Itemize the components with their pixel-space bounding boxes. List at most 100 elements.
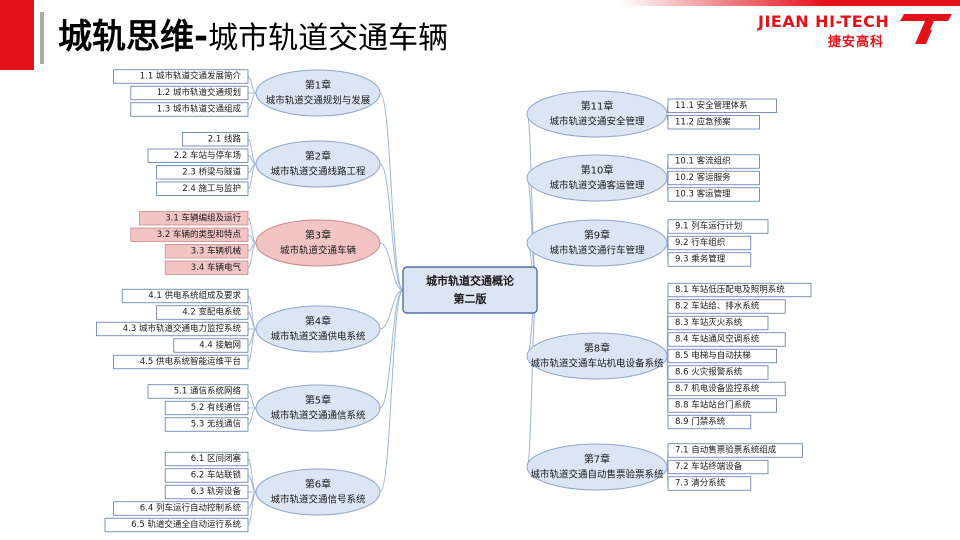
chapter-number: 第6章	[305, 478, 331, 491]
chapter-number: 第11章	[581, 100, 614, 113]
leaf-item-label: 10.2 客运服务	[675, 172, 731, 183]
connector-line	[379, 289, 404, 493]
brand-name-cn: 捷安高科	[828, 35, 885, 50]
chapter-title: 城市轨道交通行车管理	[549, 245, 645, 257]
leaf-item-box	[667, 365, 769, 380]
connector-line	[247, 217, 257, 244]
leaf-item-label: 6.3 轨旁设备	[191, 486, 242, 497]
leaf-item-box	[156, 305, 249, 320]
leaf-item-box	[121, 288, 249, 304]
chapter-node	[255, 140, 381, 188]
leaf-item-box	[667, 476, 752, 491]
connector-line	[379, 92, 404, 291]
chapter-node	[255, 219, 381, 267]
leaf-item-box	[147, 148, 249, 163]
leaf-item-label: 6.1 区间闭塞	[191, 453, 242, 464]
connector-line	[247, 92, 257, 110]
leaf-item-box	[164, 400, 249, 416]
page-title: 城轨思维-城市轨道交通车辆	[58, 14, 448, 60]
leaf-item-box	[667, 98, 777, 113]
chapter-title: 城市轨道交通自动售票验票系统	[530, 469, 664, 481]
chapter-node	[255, 384, 381, 432]
chapter-title: 城市轨道交通车站机电设备系统	[530, 358, 664, 370]
leaf-item-label: 6.4 列车运行自动控制系统	[140, 503, 242, 514]
leaf-item-label: 1.1 城市轨道交通发展简介	[140, 71, 242, 82]
center-node	[402, 266, 538, 314]
leaf-item-label: 11.1 安全管理体系	[675, 100, 748, 111]
connector-line	[247, 76, 257, 94]
leaf-item-label: 6.5 轨道交通全自动运行系统	[131, 519, 241, 530]
leaf-item-label: 8.4 车站通风空调系统	[675, 334, 760, 345]
leaf-item-box	[113, 69, 249, 84]
leaf-item-label: 2.3 桥梁与隧道	[182, 166, 241, 177]
chapter-node	[526, 443, 668, 491]
chapter-number: 第5章	[305, 394, 331, 407]
leaf-item-label: 8.6 火灾报警系统	[675, 367, 743, 378]
page-title-main: 城轨思维	[58, 17, 194, 57]
chapter-title: 城市轨道交通供电系统	[270, 331, 366, 343]
leaf-item-box	[667, 187, 760, 202]
connector-line	[247, 475, 257, 493]
chapter-title: 城市轨道交通安全管理	[549, 116, 645, 128]
chapter-number: 第8章	[584, 342, 610, 355]
connector-line	[247, 458, 257, 493]
leaf-item-box	[104, 517, 249, 533]
connector-line	[247, 407, 257, 425]
leaf-item-label: 3.3 车辆机械	[191, 245, 242, 256]
header-red-bar	[0, 0, 34, 70]
center-node-title: 城市轨道交通概论	[426, 274, 515, 288]
chapter-number: 第9章	[584, 229, 610, 242]
leaf-item-box	[113, 501, 249, 516]
leaf-item-label: 8.1 车站低压配电及照明系统	[675, 284, 785, 295]
leaf-item-box	[156, 165, 249, 180]
connector-line	[247, 312, 257, 330]
page-title-sub: 城市轨道交通车辆	[208, 21, 449, 56]
leaf-item-box	[164, 260, 249, 275]
chapter-number: 第1章	[305, 79, 331, 92]
leaf-item-box	[130, 85, 249, 101]
leaf-item-label: 7.2 车站终端设备	[675, 461, 743, 472]
leaf-item-label: 8.7 机电设备监控系统	[675, 383, 760, 394]
leaf-item-label: 7.3 清分系统	[675, 478, 726, 489]
connector-line	[526, 289, 538, 468]
leaf-item-label: 5.2 有线通信	[191, 402, 242, 413]
leaf-item-label: 9.2 行车组织	[675, 237, 725, 248]
leaf-item-label: 11.2 应急预案	[675, 116, 731, 127]
leaf-item-label: 8.8 车站站台门系统	[675, 400, 751, 411]
chapter-title: 城市轨道交通信号系统	[270, 494, 366, 506]
leaf-item-box	[667, 235, 752, 251]
connector-line	[379, 242, 404, 291]
leaf-item-box	[164, 244, 249, 259]
leaf-item-box	[667, 398, 777, 413]
leaf-item-box	[138, 211, 249, 226]
leaf-item-label: 3.4 车辆电气	[191, 262, 242, 273]
chapter-node	[255, 305, 381, 353]
leaf-item-box	[667, 332, 786, 347]
chapter-number: 第3章	[305, 229, 331, 242]
chapter-number: 第4章	[305, 315, 331, 328]
leaf-item-box	[667, 443, 803, 458]
leaf-item-box	[164, 484, 249, 500]
leaf-item-box	[667, 459, 769, 475]
leaf-item-label: 4.4 接触网	[199, 340, 241, 351]
leaf-item-box	[667, 154, 760, 169]
page-title-dash: -	[194, 17, 209, 57]
leaf-item-box	[164, 451, 249, 467]
connector-line	[247, 163, 257, 190]
leaf-item-label: 9.1 列车运行计划	[675, 221, 742, 232]
leaf-item-box	[667, 381, 786, 397]
chapter-number: 第7章	[584, 453, 610, 466]
leaf-item-box	[130, 227, 249, 242]
brand: JIEAN HI-TECH 捷安高科	[758, 12, 954, 50]
connector-line	[379, 289, 404, 409]
leaf-item-box	[667, 115, 760, 130]
leaf-item-box	[667, 348, 777, 364]
header-grey-bar	[40, 12, 44, 64]
leaf-item-label: 4.5 供电系统智能运维平台	[140, 356, 241, 367]
leaf-item-label: 4.1 供电系统组成及要求	[148, 290, 241, 301]
leaf-item-label: 8.2 车站给、排水系统	[675, 301, 760, 312]
chapter-number: 第10章	[581, 164, 614, 177]
connector-line	[247, 295, 257, 330]
